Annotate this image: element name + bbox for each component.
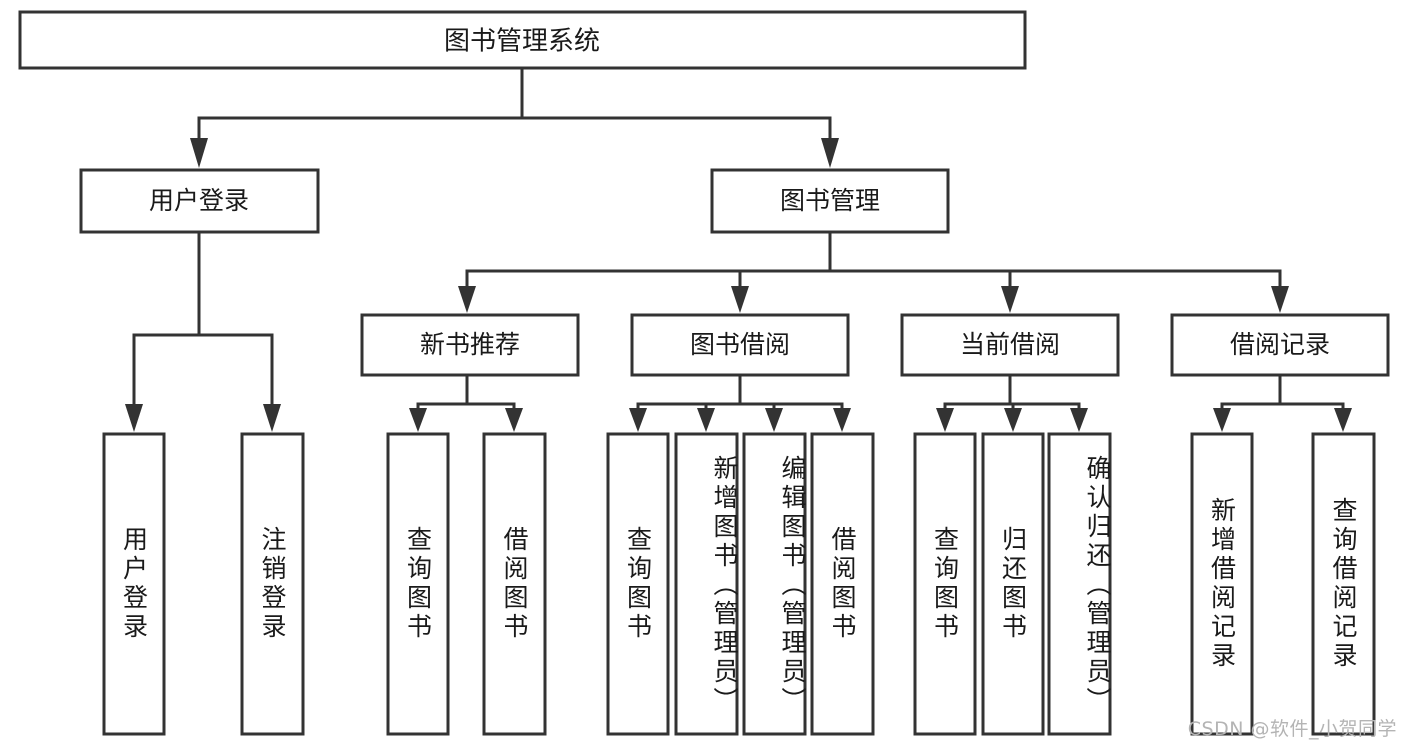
arrow-to-book-borrow xyxy=(731,286,749,313)
node-new-book-recommend-label: 新书推荐 xyxy=(420,330,520,359)
connector-group-book-borrow-leaves xyxy=(629,373,851,432)
leaf-box-return-book[interactable] xyxy=(981,432,1045,736)
node-user-login-box[interactable] xyxy=(79,168,320,234)
leaf-box-query-book-1[interactable] xyxy=(386,432,450,736)
connector-group-user-login-leaves xyxy=(125,230,281,432)
arrow-br-leaf-2 xyxy=(1334,408,1352,432)
node-book-manage-box[interactable] xyxy=(710,168,950,234)
node-user-login[interactable]: 用户登录 xyxy=(79,168,320,234)
node-root-label: 图书管理系统 xyxy=(444,27,600,57)
arrow-root-to-user-login xyxy=(190,138,208,168)
connector-group-root-to-level2 xyxy=(190,66,839,168)
node-book-borrow-box[interactable] xyxy=(630,313,850,377)
leaf-box-confirm-return[interactable] xyxy=(1047,432,1112,736)
csdn-watermark: CSDN @软件_小贺同学 xyxy=(1187,718,1397,740)
arrow-user-login-leaf-2 xyxy=(263,404,281,432)
node-borrow-record[interactable]: 借阅记录 xyxy=(1170,313,1390,377)
arrow-bb-leaf-3 xyxy=(765,408,783,432)
arrow-br-leaf-1 xyxy=(1213,408,1231,432)
leaf-box-user-login[interactable] xyxy=(102,432,166,736)
arrow-cb-leaf-3 xyxy=(1070,408,1088,432)
node-user-login-label: 用户登录 xyxy=(149,186,249,215)
arrow-user-login-leaf-1 xyxy=(125,404,143,432)
node-book-manage[interactable]: 图书管理 xyxy=(710,168,950,234)
connector-group-borrow-record-leaves xyxy=(1213,373,1352,432)
arrow-to-current-borrow xyxy=(1001,286,1019,313)
arrow-cb-leaf-2 xyxy=(1004,408,1022,432)
node-new-book-recommend[interactable]: 新书推荐 xyxy=(360,313,580,377)
arrow-bb-leaf-4 xyxy=(833,408,851,432)
leaf-box-query-record[interactable] xyxy=(1311,432,1376,736)
connector-group-book-manage-to-level3 xyxy=(458,230,1289,313)
arrow-to-new-book-recommend xyxy=(458,286,476,313)
node-book-manage-label: 图书管理 xyxy=(780,186,880,215)
arrow-bb-leaf-2 xyxy=(697,408,715,432)
arrow-cb-leaf-1 xyxy=(936,408,954,432)
leaf-box-query-book-2[interactable] xyxy=(606,432,670,736)
leaf-box-edit-book[interactable] xyxy=(742,432,807,736)
leaf-box-add-record[interactable] xyxy=(1190,432,1254,736)
node-book-borrow[interactable]: 图书借阅 xyxy=(630,313,850,377)
arrow-nbr-leaf-1 xyxy=(409,408,427,432)
node-borrow-record-label: 借阅记录 xyxy=(1230,330,1330,359)
arrow-nbr-leaf-2 xyxy=(505,408,523,432)
node-root-box[interactable] xyxy=(18,10,1027,70)
arrow-to-borrow-record xyxy=(1271,286,1289,313)
node-book-borrow-label: 图书借阅 xyxy=(690,330,790,359)
node-root[interactable]: 图书管理系统 xyxy=(18,10,1027,70)
node-new-book-recommend-box[interactable] xyxy=(360,313,580,377)
connector-group-current-borrow-leaves xyxy=(936,373,1088,432)
leaf-box-logout[interactable] xyxy=(240,432,305,736)
leaf-box-query-book-3[interactable] xyxy=(913,432,977,736)
leaf-box-add-book[interactable] xyxy=(674,432,739,736)
arrow-root-to-book-manage xyxy=(821,138,839,168)
connector-group-new-book-recommend-leaves xyxy=(409,373,523,432)
node-current-borrow[interactable]: 当前借阅 xyxy=(900,313,1120,377)
arrow-bb-leaf-1 xyxy=(629,408,647,432)
node-borrow-record-box[interactable] xyxy=(1170,313,1390,377)
leaf-nodes-group xyxy=(102,432,1376,736)
leaf-box-borrow-book-2[interactable] xyxy=(810,432,875,736)
node-current-borrow-box[interactable] xyxy=(900,313,1120,377)
leaf-box-borrow-book-1[interactable] xyxy=(482,432,547,736)
node-current-borrow-label: 当前借阅 xyxy=(960,330,1060,359)
